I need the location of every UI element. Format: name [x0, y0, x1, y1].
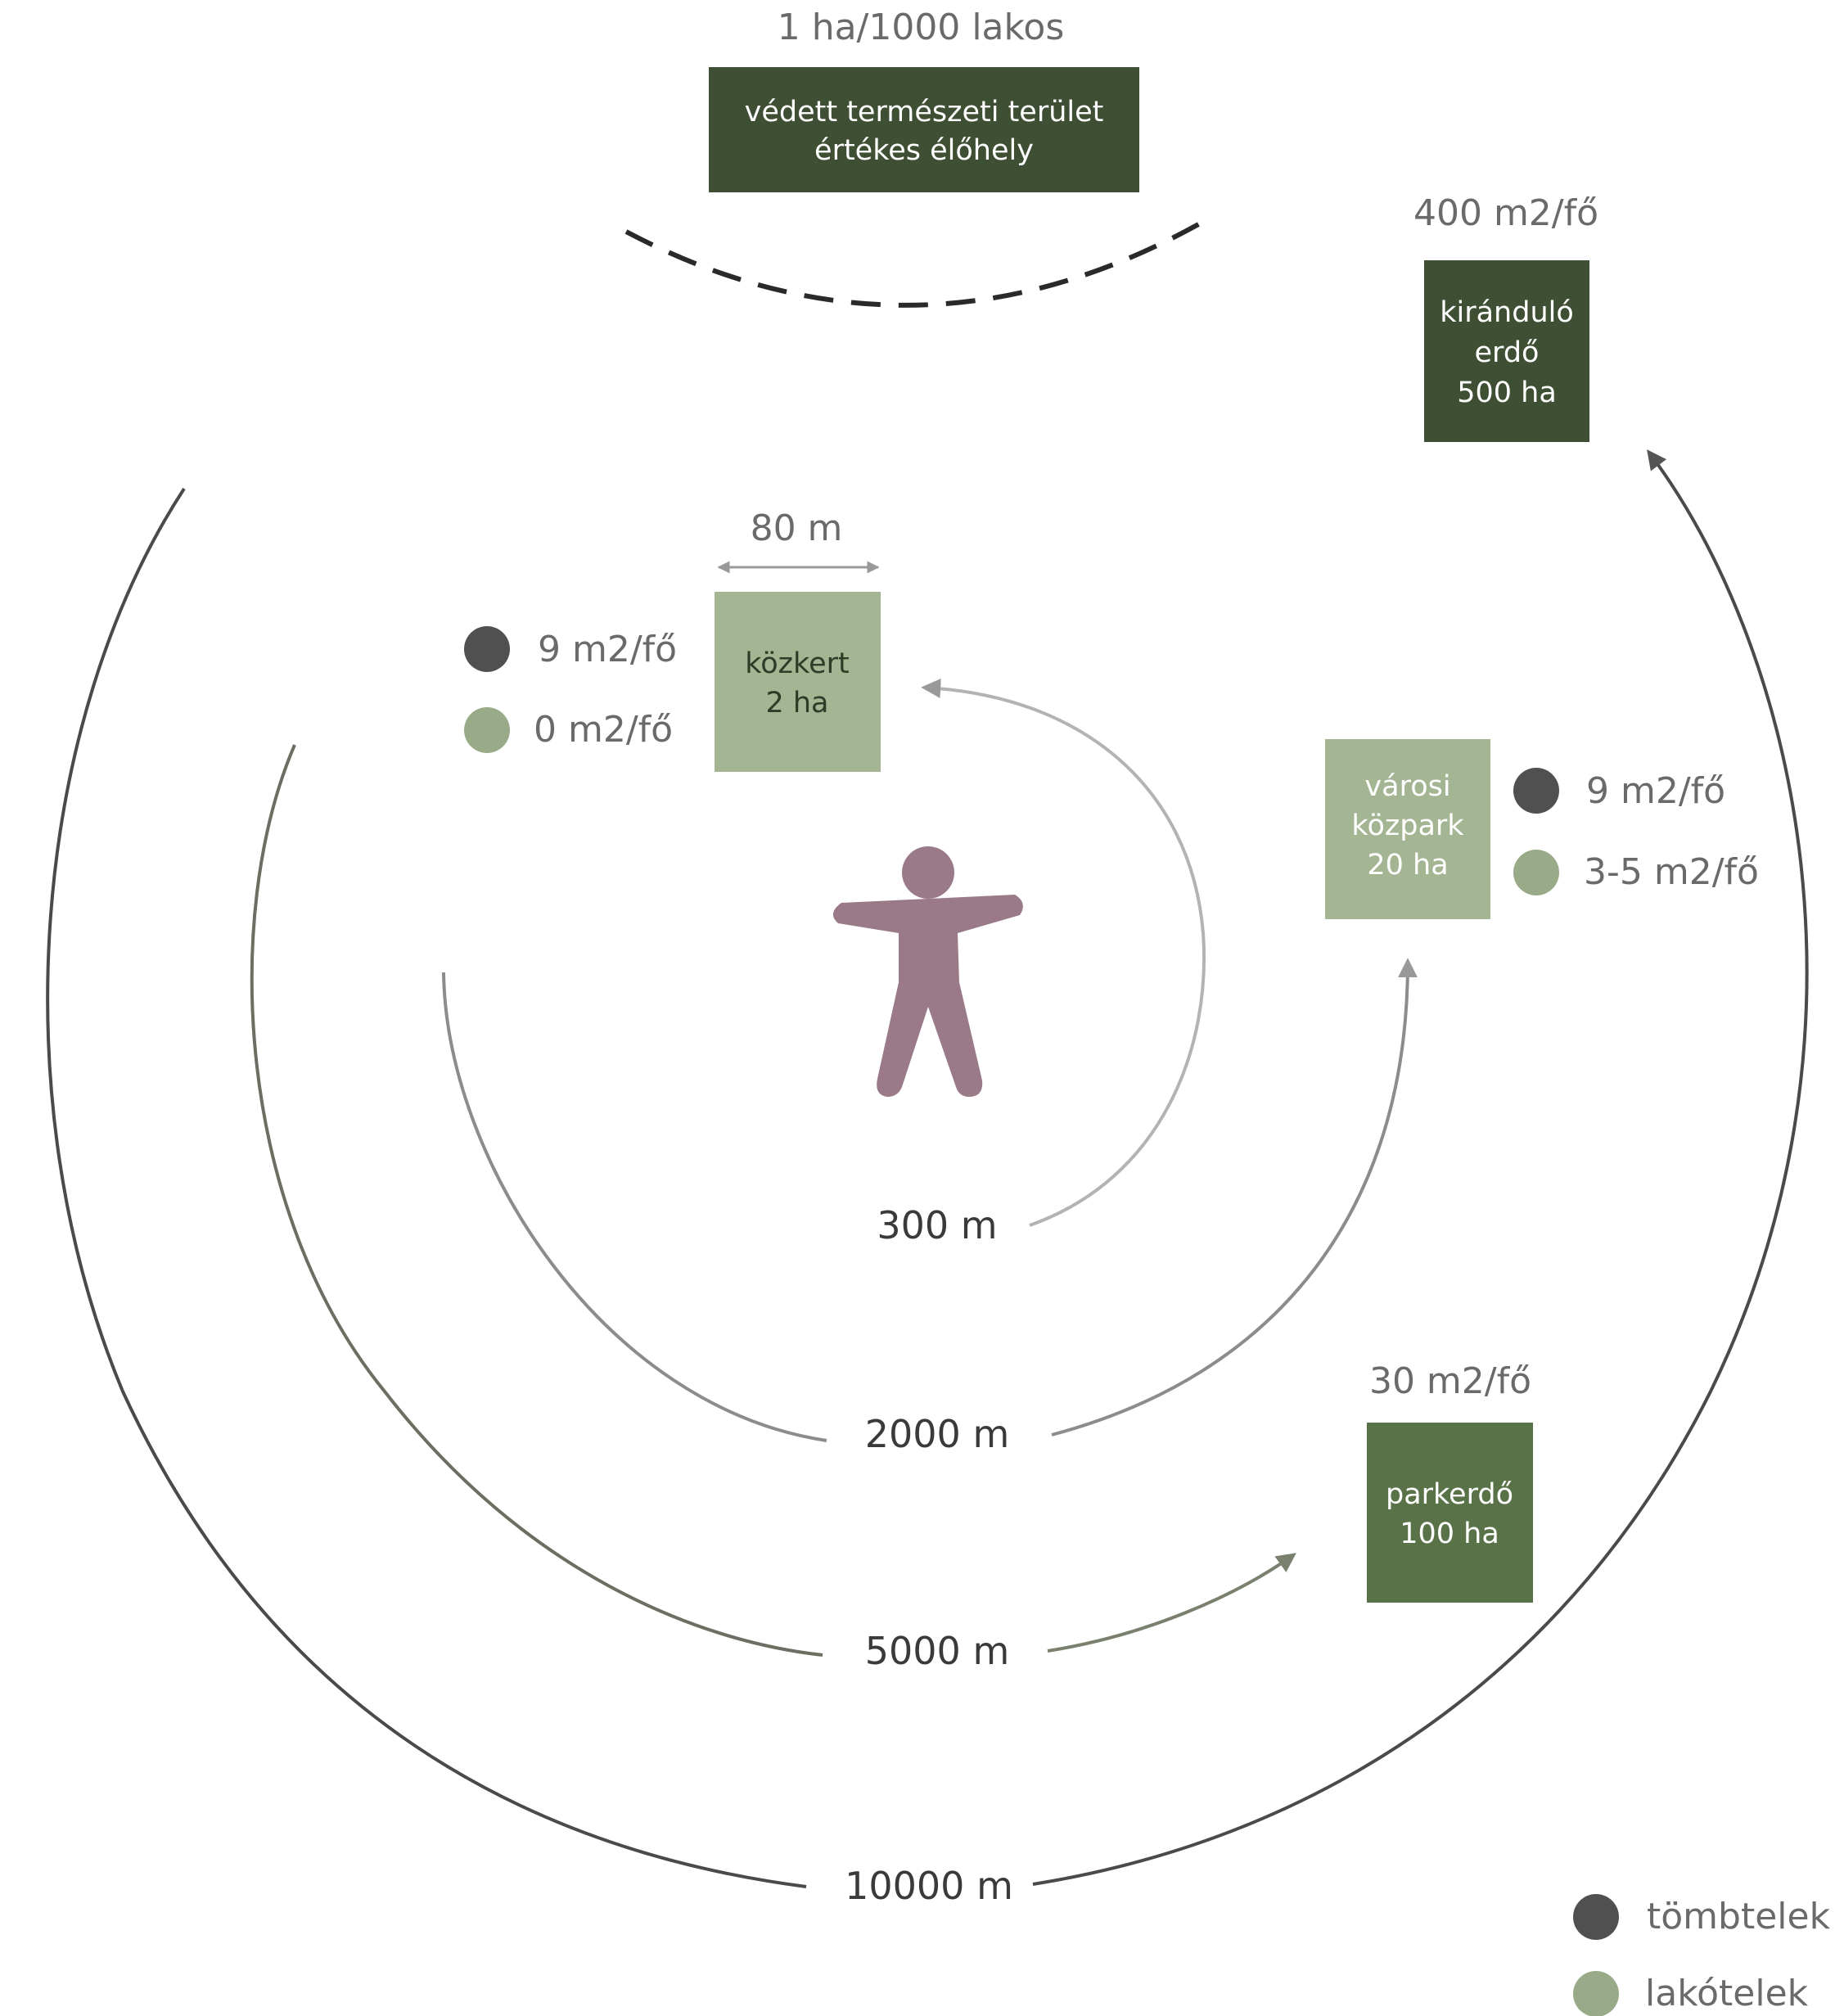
legend-block-dot: [1573, 1894, 1619, 1940]
protected-area-line1: védett természeti terület: [745, 96, 1104, 129]
parkforest-line2: 100 ha: [1400, 1518, 1499, 1550]
parkforest-rate-label: 30 m2/fő: [1369, 1360, 1531, 1402]
density-label: 1 ha/1000 lakos: [778, 7, 1065, 48]
block-dot: [1513, 768, 1559, 814]
city-park-box: városi közpark 20 ha: [1325, 739, 1490, 919]
citypark-line1: városi: [1364, 770, 1450, 803]
block-dot: [464, 626, 510, 672]
garden-line1: közkert: [745, 647, 849, 680]
protected-boundary-arc: [624, 217, 1209, 308]
arc-10000m-right: [1032, 449, 1809, 1886]
residential-dot: [1513, 850, 1559, 895]
distance-300m: 300 m: [877, 1203, 997, 1247]
arc-5000m-right: [1047, 1553, 1296, 1653]
citypark-line3: 20 ha: [1367, 849, 1448, 882]
arc-2000m-right: [1051, 958, 1418, 1436]
legend: tömbtelek lakótelek: [1573, 1894, 1831, 2016]
legend-residential-dot: [1573, 1971, 1619, 2016]
forest-line2: erdő: [1475, 336, 1540, 369]
distance-2000m: 2000 m: [865, 1412, 1010, 1456]
arc-10000m-left: [46, 487, 807, 1888]
person-icon: [832, 846, 1023, 1097]
residential-dot: [464, 707, 510, 753]
citypark-block-value: 9 m2/fő: [1586, 770, 1725, 812]
park-forest-box: parkerdő 100 ha: [1367, 1423, 1533, 1603]
citypark-residential-value: 3-5 m2/fő: [1584, 851, 1759, 893]
protected-area-line2: értékes élőhely: [814, 134, 1034, 167]
garden-residential-value: 0 m2/fő: [534, 709, 673, 751]
protected-area-box: védett természeti terület értékes élőhel…: [709, 67, 1139, 192]
excursion-forest-box: kiránduló erdő 500 ha: [1424, 260, 1589, 442]
arc-2000m-left: [442, 972, 827, 1442]
garden-line2: 2 ha: [765, 687, 828, 719]
forest-line3: 500 ha: [1457, 377, 1557, 409]
garden-block-value: 9 m2/fő: [538, 629, 677, 670]
forest-rate-label: 400 m2/fő: [1413, 192, 1598, 234]
citypark-line2: közpark: [1351, 810, 1464, 842]
distance-10000m: 10000 m: [845, 1864, 1013, 1908]
arc-300m: [921, 679, 1206, 1227]
arc-5000m-left: [250, 744, 823, 1657]
forest-line1: kiránduló: [1440, 296, 1574, 329]
parkforest-line1: parkerdő: [1386, 1478, 1513, 1511]
public-garden-box: közkert 2 ha: [715, 592, 881, 772]
legend-residential-label: lakótelek: [1645, 1973, 1809, 2014]
distance-5000m: 5000 m: [865, 1629, 1010, 1673]
legend-block-label: tömbtelek: [1647, 1896, 1831, 1937]
garden-width-label: 80 m: [751, 507, 843, 549]
